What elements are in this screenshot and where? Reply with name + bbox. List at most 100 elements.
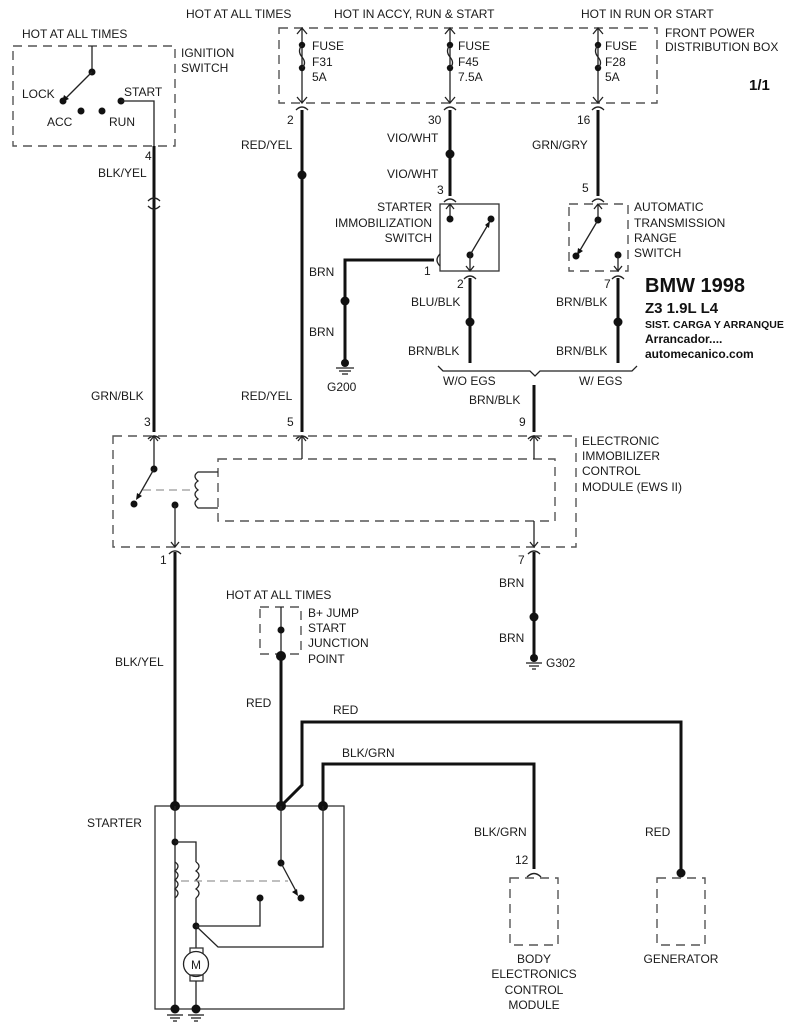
body-name-3: CONTROL — [505, 983, 564, 997]
ground-g302-icon — [526, 654, 542, 670]
option-brace — [437, 365, 638, 377]
bplus-name-2: START — [308, 621, 347, 635]
trs-name-2: TRANSMISSION — [634, 216, 725, 230]
wire-label-sis-gnd-b: BRN — [309, 325, 334, 339]
fuse-f28-id: F28 — [605, 55, 626, 69]
electronic-immobilizer-control-module: 3 5 9 ELECTRONIC IMMOBILIZER CONTROL MOD… — [112, 415, 682, 549]
starter-label: STARTER — [87, 816, 142, 830]
pin-ews-3: 3 — [144, 415, 151, 429]
wire-label-ews-in3: GRN/BLK — [91, 389, 144, 403]
bplus-name-3: JUNCTION — [308, 636, 369, 650]
wire-label-trs-out-a: BRN/BLK — [556, 295, 607, 309]
pin-f45-30: 30 — [428, 113, 442, 127]
sis-name-1: STARTER — [377, 200, 432, 214]
starter: STARTER M — [87, 801, 345, 1022]
title-website: automecanico.com — [645, 347, 754, 361]
wire-label-f45-out-b: VIO/WHT — [387, 167, 439, 181]
wire-blk-grn-body — [321, 762, 536, 869]
fuse-f28: FUSE F28 5A — [592, 26, 637, 105]
wire-label-f31-out-a: RED/YEL — [241, 138, 293, 152]
pin-trs-5: 5 — [582, 181, 589, 195]
title-subsystem: Arrancador.... — [645, 332, 722, 346]
fuse-f31-rating: 5A — [312, 70, 327, 84]
fuse-f28-label: FUSE — [605, 39, 637, 53]
pin-sis-1: 1 — [424, 264, 431, 278]
wire-label-f28-out: GRN/GRY — [532, 138, 588, 152]
ign-pos-start: START — [124, 85, 163, 99]
option-with-egs: W/ EGS — [579, 374, 622, 388]
sis-name-2: IMMOBILIZATION — [335, 216, 432, 230]
ign-pos-lock: LOCK — [22, 87, 55, 101]
ign-pos-run: RUN — [109, 115, 135, 129]
wire-label-ews-gnd-b: BRN — [499, 631, 524, 645]
sis-name-3: SWITCH — [385, 231, 432, 245]
ign-name-2: SWITCH — [181, 61, 228, 75]
inline-connector-icon — [147, 197, 161, 210]
wire-brn-g200 — [343, 258, 434, 362]
wire-label-bplus-out: RED — [246, 696, 272, 710]
wire-label-f31-out-b: RED/YEL — [241, 389, 293, 403]
trs-name-3: RANGE — [634, 231, 677, 245]
fuse-f45: FUSE F45 7.5A — [444, 26, 490, 105]
fuse-f28-rating: 5A — [605, 70, 620, 84]
ews-name-4: MODULE (EWS II) — [582, 480, 682, 494]
pin-ign-4: 4 — [145, 149, 152, 163]
pin-body-12: 12 — [515, 853, 529, 867]
page-number: 1/1 — [749, 77, 770, 94]
fuse-f45-label: FUSE — [458, 39, 490, 53]
trs-name-4: SWITCH — [634, 246, 681, 260]
title-model: Z3 1.9L L4 — [645, 300, 719, 317]
body-name-4: MODULE — [508, 998, 559, 1012]
pin-ews-7: 7 — [518, 553, 525, 567]
ground-g302-label: G302 — [546, 656, 576, 670]
box-name-2: DISTRIBUTION BOX — [665, 40, 778, 54]
motor-label: M — [191, 958, 201, 972]
fuse-f45-id: F45 — [458, 55, 479, 69]
wire-label-ews-out1: BLK/YEL — [115, 655, 164, 669]
title-block: BMW 1998 Z3 1.9L L4 SIST. CARGA Y ARRANQ… — [645, 275, 784, 361]
ground-g200-icon — [336, 359, 354, 375]
f28-hot-label: HOT IN RUN OR START — [581, 7, 714, 21]
bplus-name-1: B+ JUMP — [308, 606, 359, 620]
box-name-1: FRONT POWER — [665, 26, 755, 40]
bplus-name-4: POINT — [308, 652, 345, 666]
bplus-jump-start-junction: HOT AT ALL TIMES B+ JUMP START JUNCTION … — [226, 588, 369, 666]
starter-ground-icon — [167, 1014, 204, 1022]
wire-label-sis-gnd-a: BRN — [309, 265, 334, 279]
body-electronics-control-module: 12 BODY ELECTRONICS CONTROL MODULE — [491, 853, 576, 1012]
title-make-year: BMW 1998 — [645, 275, 745, 297]
wire-label-ews-gnd-a: BRN — [499, 576, 524, 590]
ews-name-2: IMMOBILIZER — [582, 449, 660, 463]
wire-label-sis-out: BLU/BLK — [411, 295, 460, 309]
f45-hot-label: HOT IN ACCY, RUN & START — [334, 7, 495, 21]
ground-g200-label: G200 — [327, 380, 357, 394]
pin-sis-2: 2 — [457, 277, 464, 291]
ign-hot-label: HOT AT ALL TIMES — [22, 27, 127, 41]
pin-ews-5: 5 — [287, 415, 294, 429]
fuse-f31-label: FUSE — [312, 39, 344, 53]
pin-ews-9: 9 — [519, 415, 526, 429]
ign-name-1: IGNITION — [181, 46, 234, 60]
wire-label-trs-out-b: BRN/BLK — [556, 344, 607, 358]
automatic-transmission-range-switch: 5 AUTOMATIC TRANSMISSION RANGE SWITCH — [568, 181, 725, 273]
wire-label-body-blkgrn: BLK/GRN — [342, 746, 395, 760]
ignition-switch: HOT AT ALL TIMES IGNITION SWITCH LOCK AC… — [12, 27, 234, 147]
fuse-f31: FUSE F31 5A — [296, 26, 344, 105]
pin-ews-1: 1 — [160, 553, 167, 567]
wire-label-gen-red-b: RED — [645, 825, 671, 839]
wire-label-ews-in9: BRN/BLK — [469, 393, 520, 407]
ews-name-3: CONTROL — [582, 464, 641, 478]
ign-pos-acc: ACC — [47, 115, 73, 129]
pin-sis-3: 3 — [437, 183, 444, 197]
ews-name-1: ELECTRONIC — [582, 434, 660, 448]
pin-f31-2: 2 — [287, 113, 294, 127]
wire-label-body-blkgrn-b: BLK/GRN — [474, 825, 527, 839]
body-name-1: BODY — [517, 952, 551, 966]
wire-red-generator — [279, 720, 683, 873]
starter-immobilization-switch: 3 STARTER IMMOBILIZATION SWITCH 1 — [335, 183, 500, 278]
motor-icon — [182, 950, 210, 978]
front-power-distribution-box: HOT AT ALL TIMES HOT IN ACCY, RUN & STAR… — [186, 7, 778, 105]
fuse-f45-rating: 7.5A — [458, 70, 483, 84]
generator: GENERATOR — [644, 868, 719, 966]
